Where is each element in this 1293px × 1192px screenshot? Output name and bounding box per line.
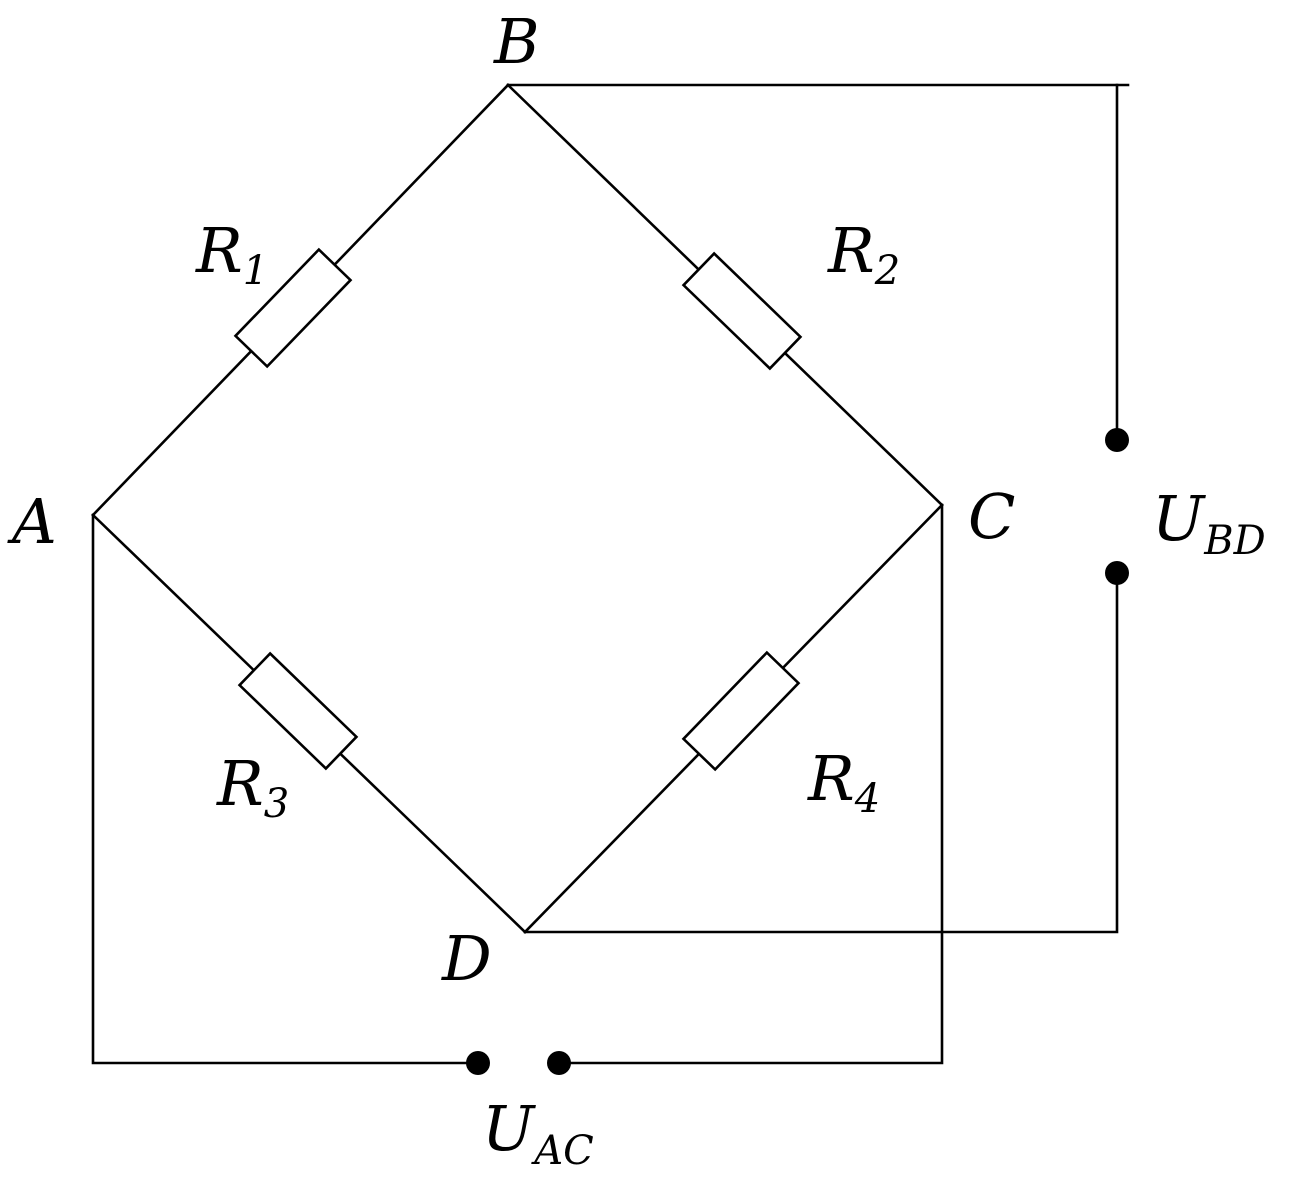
resistor-label-r1: R1	[195, 214, 268, 294]
resistor-label-r4: R4	[807, 742, 880, 822]
voltage-label-ubd: UBD	[1152, 482, 1266, 564]
node-label-a: A	[7, 485, 57, 558]
terminal-ubd-lower	[1105, 561, 1129, 585]
voltage-label-uac: UAC	[482, 1092, 594, 1174]
resistor-r1	[233, 247, 353, 369]
resistor-r4	[681, 650, 801, 772]
wire-d-to-ubd-terminal	[523, 571, 1119, 934]
node-label-d: D	[441, 922, 492, 995]
resistor-r3	[237, 651, 359, 771]
node-label-b: B	[493, 5, 540, 78]
resistor-r2	[681, 251, 803, 371]
wire-c-to-uac-terminal	[557, 503, 944, 1065]
terminal-ubd-upper	[1105, 428, 1129, 452]
resistor-label-r2: R2	[827, 214, 900, 294]
terminal-uac-right	[547, 1051, 571, 1075]
terminal-uac-left	[466, 1051, 490, 1075]
node-label-c: C	[968, 480, 1015, 553]
resistor-label-r3: R3	[216, 747, 289, 827]
wire-a-to-uac-terminal	[91, 513, 480, 1065]
